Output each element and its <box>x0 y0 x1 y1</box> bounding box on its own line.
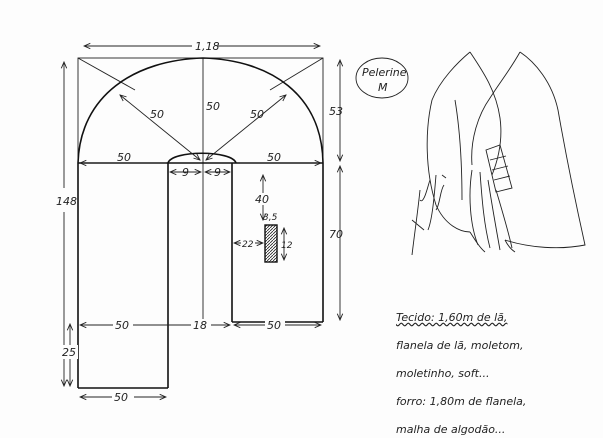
label-slot-offset: 40 <box>255 193 269 206</box>
dimension-labels: 1,18 148 53 70 50 50 50 50 50 9 9 40 3,5… <box>55 38 343 404</box>
label-shoulder-left: 50 <box>117 151 131 164</box>
label-slot-width: 3,5 <box>263 213 278 223</box>
label-total-width: 1,18 <box>195 40 220 53</box>
slot-opening <box>264 224 278 263</box>
label-bottom-left: 50 <box>115 319 129 332</box>
label-body-height: 70 <box>329 228 343 241</box>
note-line: malha de algodão... <box>396 423 506 436</box>
signature <box>411 174 447 256</box>
label-radius-center: 50 <box>206 100 220 113</box>
label-top-height: 53 <box>329 105 343 118</box>
label-total-height: 148 <box>56 195 77 208</box>
label-flap-width: 50 <box>114 391 128 404</box>
note-line: Tecido: 1,60m de lã, <box>396 311 508 324</box>
garment-illustration <box>426 51 586 253</box>
note-line: moletinho, soft... <box>396 367 490 380</box>
title-text: Pelerine <box>362 66 407 79</box>
label-neck-left: 9 <box>182 166 189 179</box>
note-line: forro: 1,80m de flanela, <box>396 395 527 408</box>
label-shoulder-right: 50 <box>267 151 281 164</box>
label-radius-left: 50 <box>150 108 164 121</box>
title-badge: Pelerine M <box>355 57 409 99</box>
dimension-lines <box>64 46 340 397</box>
label-bottom-right: 50 <box>267 319 281 332</box>
label-radius-right: 50 <box>250 108 264 121</box>
size-text: M <box>378 81 388 94</box>
note-line: flanela de lã, moletom, <box>396 339 524 352</box>
fabric-notes: Tecido: 1,60m de lã, flanela de lã, mole… <box>396 297 586 438</box>
label-bottom-center: 18 <box>193 319 207 332</box>
label-slot-side: 22 <box>242 240 254 250</box>
label-slot-height: 12 <box>281 241 293 251</box>
pattern-outline <box>77 57 324 389</box>
label-neck-right: 9 <box>214 166 221 179</box>
label-flap-height: 25 <box>62 346 76 359</box>
construction-frame <box>77 57 324 322</box>
